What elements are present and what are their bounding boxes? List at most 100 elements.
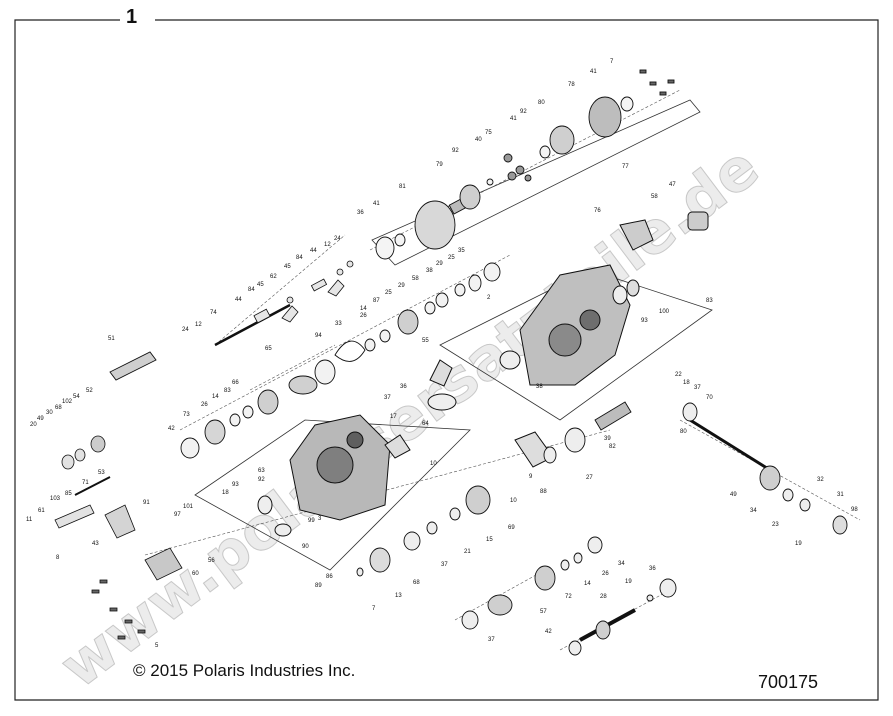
callout: 8 <box>56 555 60 561</box>
middle-gear-row <box>109 262 501 459</box>
callout: 3 <box>318 516 322 522</box>
callout: 9 <box>529 474 533 480</box>
callout: 99 <box>308 518 315 524</box>
callout: 41 <box>510 116 517 122</box>
callout: 90 <box>302 544 309 550</box>
callout: 11 <box>26 517 33 523</box>
callout: 7 <box>610 59 614 65</box>
callout: 26 <box>602 571 609 577</box>
shaft-axes <box>144 89 861 651</box>
callout: 29 <box>436 261 443 267</box>
callout: 54 <box>73 394 80 400</box>
shift-fork-row <box>214 260 354 347</box>
callout: 25 <box>448 255 455 261</box>
callout: 101 <box>183 504 194 510</box>
callout: 97 <box>174 512 181 518</box>
callout: 80 <box>538 100 545 106</box>
callout: 103 <box>50 496 61 502</box>
callout: 49 <box>37 416 44 422</box>
cover-56 <box>384 434 411 459</box>
fork-55 <box>429 359 453 387</box>
lower-housing-box <box>194 419 471 571</box>
callout: 72 <box>565 594 572 600</box>
callout: 63 <box>258 468 265 474</box>
callout: 73 <box>183 412 190 418</box>
callout: 78 <box>568 82 575 88</box>
callout: 37 <box>488 637 495 643</box>
watermark-text: www.polarisersatzteile.de <box>48 133 771 702</box>
callout: 92 <box>452 148 459 154</box>
bearing-35 <box>483 262 501 282</box>
callout: 31 <box>837 492 844 498</box>
carrier-78 <box>588 96 622 138</box>
callout: 66 <box>232 380 239 386</box>
callout: 14 <box>360 306 367 312</box>
callout: 55 <box>422 338 429 344</box>
callout: 25 <box>385 290 392 296</box>
gear-68 <box>369 547 391 573</box>
callout: 81 <box>399 184 406 190</box>
callout: 58 <box>412 276 419 282</box>
seal-38 <box>499 350 521 370</box>
callout: 36 <box>357 210 364 216</box>
ring-41 <box>394 233 406 247</box>
frame-border <box>14 19 879 701</box>
ring-27 <box>543 446 557 464</box>
callout: 47 <box>669 182 676 188</box>
washer-92 <box>486 178 494 186</box>
callout: 84 <box>296 255 303 261</box>
bracket-76 <box>619 219 654 251</box>
callout: 65 <box>265 346 272 352</box>
callout: 19 <box>625 579 632 585</box>
bolt-set-lower-left <box>91 579 146 640</box>
callout: 42 <box>168 426 175 432</box>
callout: 80 <box>680 429 687 435</box>
callout: 33 <box>335 321 342 327</box>
callout: 14 <box>584 581 591 587</box>
gear-72 <box>534 565 556 591</box>
gear-65-face <box>314 359 336 385</box>
callout: 10 <box>430 461 437 467</box>
callout: 71 <box>82 480 89 486</box>
callout: 39 <box>604 436 611 442</box>
callout: 85 <box>65 491 72 497</box>
callout: 100 <box>659 309 670 315</box>
callout: 64 <box>422 421 429 427</box>
callout: 91 <box>143 500 150 506</box>
callout: 41 <box>590 69 597 75</box>
housing-cover <box>144 547 183 581</box>
callout: 36 <box>649 566 656 572</box>
callout: 37 <box>441 562 448 568</box>
callout: 38 <box>426 268 433 274</box>
callout: 20 <box>30 422 37 428</box>
callout: 68 <box>413 580 420 586</box>
callout: 28 <box>600 594 607 600</box>
callout: 62 <box>270 274 277 280</box>
callout: 87 <box>373 298 380 304</box>
callout: 37 <box>384 395 391 401</box>
ring-39 <box>564 427 586 453</box>
callout: 44 <box>235 297 242 303</box>
callout: 22 <box>675 372 682 378</box>
callout: 18 <box>222 490 229 496</box>
housing-box <box>439 269 713 421</box>
bearing-37b <box>461 610 479 630</box>
callout: 21 <box>464 549 471 555</box>
bracket-91 <box>104 504 136 539</box>
callout: 14 <box>212 394 219 400</box>
cap-98 <box>832 515 848 535</box>
shaft-82 <box>594 401 632 431</box>
callout: 44 <box>310 248 317 254</box>
pinion-cluster <box>503 153 532 182</box>
axle-80 <box>689 418 771 472</box>
callout: 37 <box>694 385 701 391</box>
housing-upper <box>499 211 709 386</box>
seal-92 <box>257 495 273 515</box>
bearing-42b <box>568 640 582 656</box>
callout: 27 <box>586 475 593 481</box>
gear-69 <box>465 485 491 515</box>
callout: 36 <box>400 384 407 390</box>
item-number: 1 <box>126 6 138 28</box>
callout: 77 <box>622 164 629 170</box>
